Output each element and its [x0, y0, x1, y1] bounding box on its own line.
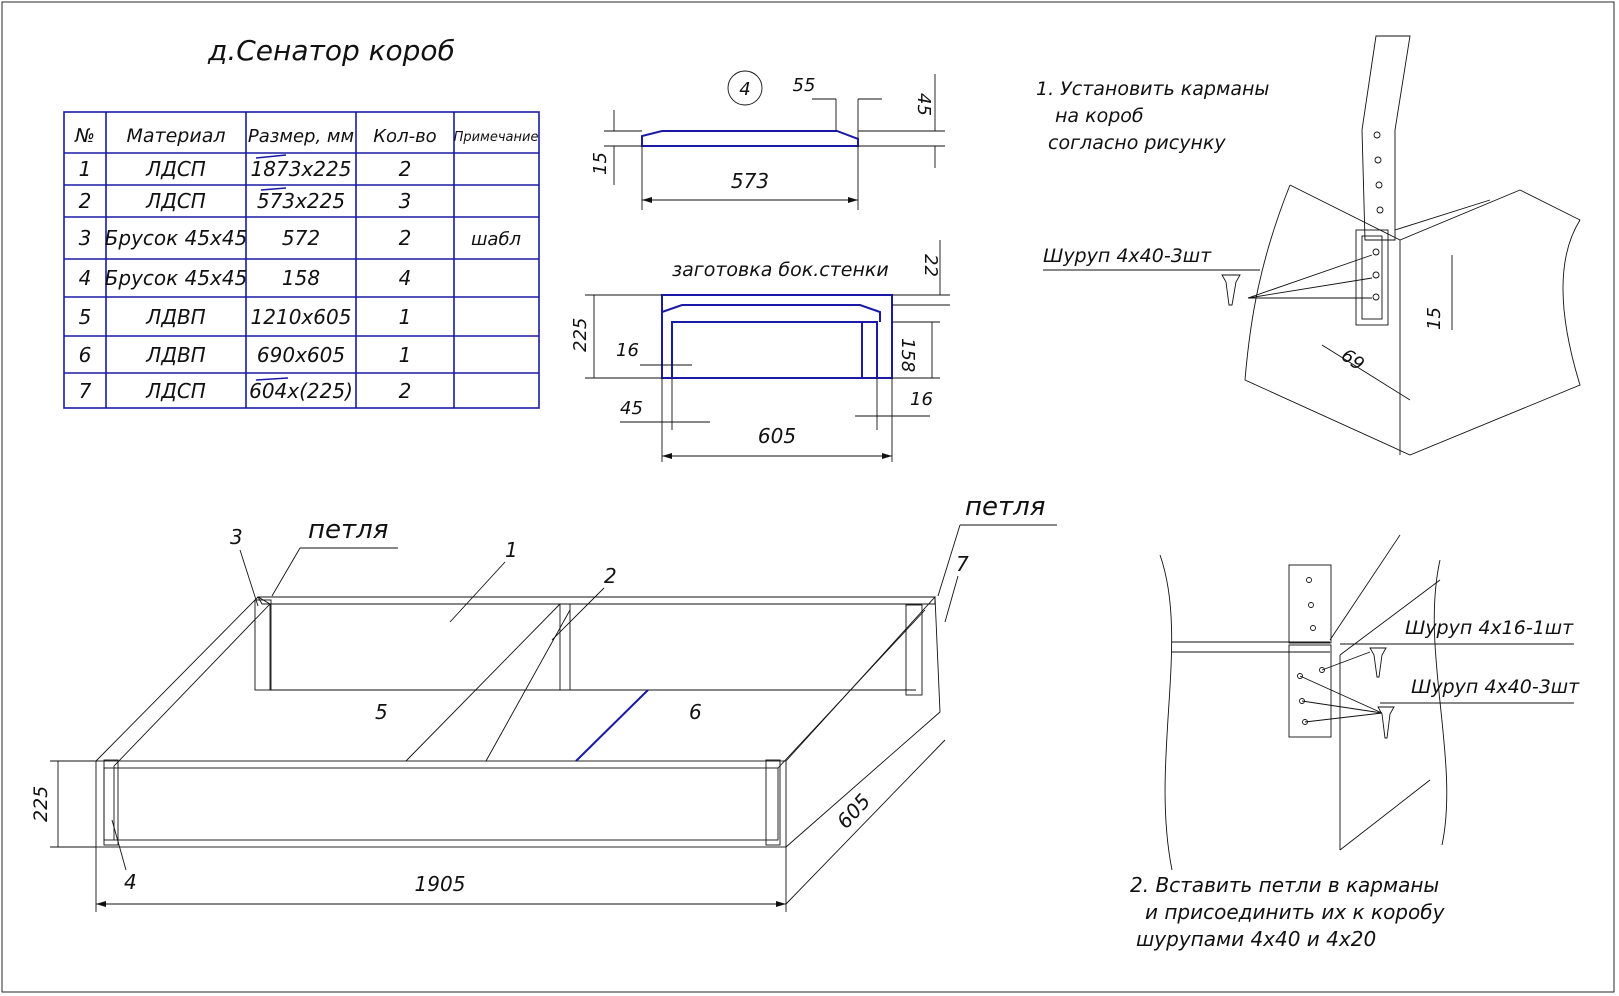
table-cell: 572 [282, 226, 320, 250]
table-cell: ЛДВП [145, 343, 205, 367]
table-cell: ЛДВП [145, 305, 205, 329]
step2-detail: Шуруп 4х16-1шт Шуруп 4х40-3шт 2. Вставит… [1130, 534, 1580, 951]
table-cell: 604х(225) [249, 379, 353, 403]
box-corner-outline [1244, 184, 1581, 456]
step2-screw-a: Шуруп 4х16-1шт [1405, 617, 1574, 639]
side-wall-dim-225: 225 [570, 318, 591, 352]
hinge-left-label: петля [308, 515, 388, 545]
step1-line-2: на короб [1055, 105, 1144, 127]
table-cell: шабл [471, 229, 521, 250]
callout-7: 7 [956, 552, 969, 576]
table-cell: 1 [399, 343, 412, 367]
screw-icon [1377, 706, 1395, 739]
callout-3: 3 [230, 525, 243, 549]
step1-line-1: 1. Установить карманы [1036, 78, 1269, 100]
hinge-pocket [1355, 229, 1389, 326]
step2-screw-b: Шуруп 4х40-3шт [1411, 676, 1580, 698]
side-wall-dim-22: 22 [920, 254, 941, 277]
table-cell: 4 [399, 266, 412, 290]
table-cell: 2 [399, 379, 412, 403]
hinge-strap [1361, 35, 1411, 241]
table-cell: 5 [79, 305, 92, 329]
table-cell: 3 [79, 226, 92, 250]
step1-line-3: согласно рисунку [1048, 132, 1226, 154]
panel-seam [575, 689, 649, 762]
table-header-material: Материал [127, 125, 226, 147]
table-cell: 158 [282, 266, 320, 290]
side-wall-dim-45: 45 [620, 398, 643, 419]
step1-detail: 1. Установить карманы на короб согласно … [1036, 35, 1581, 456]
table-cell: Брусок 45х45 [105, 226, 248, 250]
table-header-note: Примечание [454, 130, 539, 145]
table-cell: ЛДСП [145, 189, 206, 213]
table-cell: 1873х225 [251, 157, 352, 181]
part4-profile-view: 4 55 45 15 573 [590, 70, 945, 210]
table-cell: 4 [79, 266, 92, 290]
side-wall-label: заготовка бок.стенки [672, 259, 889, 281]
side-wall-dim-16-left: 16 [616, 340, 639, 361]
table-cell: 1 [399, 305, 412, 329]
table-cell: 2 [399, 157, 412, 181]
side-wall-blank-view: заготовка бок.стенки 22 225 16 158 45 16… [570, 240, 950, 462]
table-header-qty: Кол-во [373, 126, 436, 147]
box-assembly-view: петля петля 3 1 2 7 5 6 4 225 1905 605 [30, 492, 1057, 912]
table-header-num: № [74, 125, 95, 147]
step1-screw-label: Шуруп 4х40-3шт [1043, 245, 1212, 267]
callout-5: 5 [375, 700, 388, 724]
part4-outline [641, 130, 859, 147]
step2-line-3: шурупами 4х40 и 4х20 [1136, 927, 1376, 951]
table-cell: 6 [79, 343, 92, 367]
callout-6: 6 [689, 700, 702, 724]
side-wall-dim-158: 158 [897, 338, 918, 372]
table-cell: 2 [399, 226, 412, 250]
assembly-dim-225: 225 [30, 786, 52, 822]
part4-dim-573: 573 [731, 169, 769, 193]
step2-line-1: 2. Вставить петли в карманы [1130, 873, 1439, 897]
table-cell: 1 [79, 157, 92, 181]
callout-4: 4 [124, 870, 137, 894]
part4-dim-15: 15 [590, 152, 611, 175]
callout-2: 2 [604, 564, 617, 588]
step1-dim-15: 15 [1424, 307, 1445, 330]
table-cell: 1210х605 [251, 305, 352, 329]
table-header-size: Размер, мм [248, 126, 354, 147]
step2-line-2: и присоединить их к коробу [1145, 900, 1446, 924]
side-wall-outline [661, 294, 893, 379]
screw-icon [1369, 647, 1387, 678]
callout-1: 1 [505, 538, 518, 562]
table-cell: ЛДСП [145, 157, 206, 181]
callout-circle [727, 70, 763, 106]
table-cell: 7 [79, 379, 92, 403]
part4-callout: 4 [739, 79, 750, 100]
parts-table: № Материал Размер, мм Кол-во Примечание … [63, 111, 540, 409]
hinge-pocket [1288, 644, 1332, 738]
table-cell: 573х225 [257, 189, 345, 213]
hinge-plate [1288, 564, 1332, 644]
front-panel [95, 760, 787, 848]
part4-dim-45: 45 [913, 93, 934, 116]
table-cell: ЛДСП [145, 379, 206, 403]
part4-dim-55: 55 [793, 75, 816, 96]
side-wall-dim-16-right: 16 [910, 389, 933, 410]
assembly-dim-1905: 1905 [415, 872, 466, 896]
table-cell: 2 [79, 189, 92, 213]
screw-icon [1221, 274, 1241, 306]
table-cell: 3 [399, 189, 412, 213]
hinge-right-label: петля [965, 492, 1045, 522]
side-wall-dim-605: 605 [758, 424, 796, 448]
drawing-title: д.Сенатор короб [207, 34, 455, 67]
table-cell: 690х605 [257, 343, 345, 367]
table-cell: Брусок 45х45 [105, 266, 248, 290]
assembly-dim-605: 605 [832, 789, 875, 833]
